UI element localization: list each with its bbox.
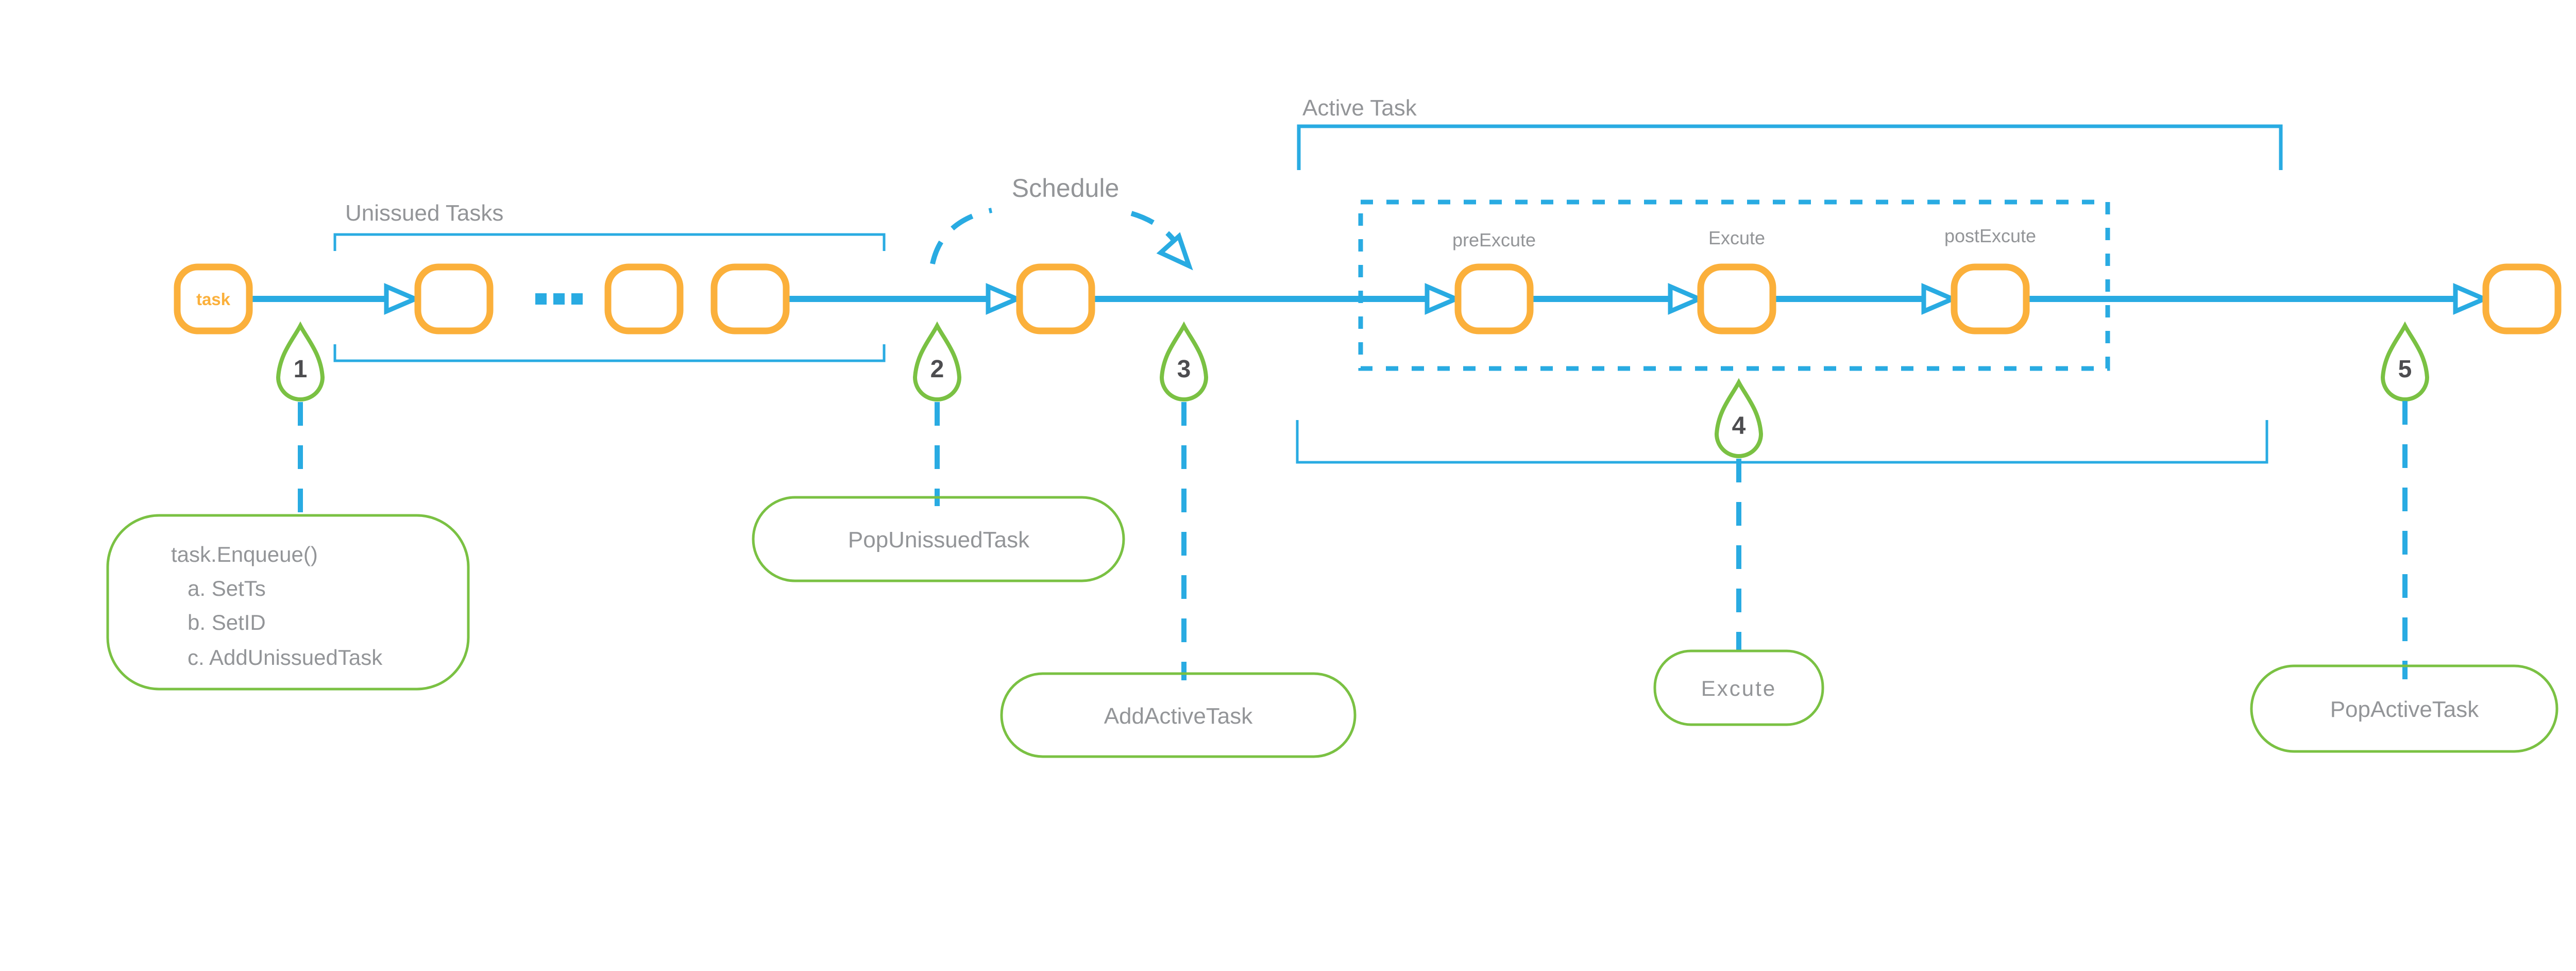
queue-dot xyxy=(535,293,547,305)
unissued-node-2 xyxy=(604,263,684,334)
schedule-label: Schedule xyxy=(1012,174,1120,203)
active-task-label: Active Task xyxy=(1302,95,1417,121)
active-task-bottom-bracket xyxy=(1296,420,2268,464)
arrowhead-into-end-node xyxy=(2455,287,2484,311)
arrowhead-into-postexcute xyxy=(1924,287,1953,311)
unissued-node-1 xyxy=(414,263,494,334)
step-markers: 1 2 3 4 5 xyxy=(278,326,2427,456)
enqueue-line-2: a. SetTs xyxy=(188,576,266,600)
pop-active-label: PopActiveTask xyxy=(2330,697,2480,722)
active-task-dotted-box xyxy=(1358,199,2110,371)
unissued-tasks-label: Unissued Tasks xyxy=(345,200,503,226)
arrowhead-into-excute xyxy=(1670,287,1699,311)
note-box-add-active xyxy=(1000,672,1357,758)
queue-dot xyxy=(571,293,583,305)
arrowhead-into-preexcute xyxy=(1427,287,1456,311)
task-node-label: task xyxy=(196,290,231,309)
schedule-arc-arrowhead xyxy=(1161,236,1198,274)
enqueue-line-1: task.Enqueue() xyxy=(171,542,318,566)
arrowhead-into-queue xyxy=(386,287,415,311)
unissued-node-3 xyxy=(710,263,790,334)
task-node xyxy=(174,263,253,334)
flow-nodes: task xyxy=(174,263,2562,334)
phase-labels: preExcute Excute postExcute xyxy=(1452,225,2036,250)
schedule-section: Schedule xyxy=(930,174,1198,274)
marker-1-number: 1 xyxy=(294,356,308,383)
note-boxes: task.Enqueue() a. SetTs b. SetID c. AddU… xyxy=(106,496,2558,758)
active-task-top-bracket xyxy=(1297,124,2283,170)
excute-label: Excute xyxy=(1708,227,1765,248)
ellipsis-dots xyxy=(535,293,583,305)
add-active-label: AddActiveTask xyxy=(1104,704,1253,729)
arrowhead-into-schedule-node xyxy=(988,287,1017,311)
note-box-pop-unissued xyxy=(752,496,1125,582)
marker-leader-lines xyxy=(298,401,2408,680)
end-node xyxy=(2482,263,2562,334)
schedule-arc-left xyxy=(930,208,993,265)
queue-dot xyxy=(553,293,565,305)
schedule-node xyxy=(1016,263,1095,334)
note-box-pop-active xyxy=(2250,664,2558,753)
note-box-excute xyxy=(1653,649,1824,726)
marker-2-number: 2 xyxy=(930,356,944,383)
postexcute-node xyxy=(1951,263,2030,334)
note-box-enqueue xyxy=(106,514,470,691)
enqueue-line-4: c. AddUnissuedTask xyxy=(188,645,383,669)
enqueue-line-3: b. SetID xyxy=(188,610,266,634)
marker-4-number: 4 xyxy=(1732,412,1746,440)
excute-node xyxy=(1697,263,1776,334)
unissued-tasks-bottom-bracket xyxy=(333,344,886,362)
pop-unissued-label: PopUnissuedTask xyxy=(848,527,1030,553)
postexcute-label: postExcute xyxy=(1944,225,2036,246)
main-flow xyxy=(249,287,2484,311)
schedule-arc-right xyxy=(1130,211,1188,261)
active-task-section: Active Task xyxy=(1296,95,2283,464)
excute-note-label: Excute xyxy=(1701,676,1776,700)
marker-5-number: 5 xyxy=(2398,356,2412,383)
unissued-tasks-section: Unissued Tasks xyxy=(333,200,886,362)
preexcute-node xyxy=(1454,263,1534,334)
preexcute-label: preExcute xyxy=(1452,229,1536,250)
unissued-tasks-top-bracket xyxy=(333,233,886,251)
marker-3-number: 3 xyxy=(1177,356,1191,383)
